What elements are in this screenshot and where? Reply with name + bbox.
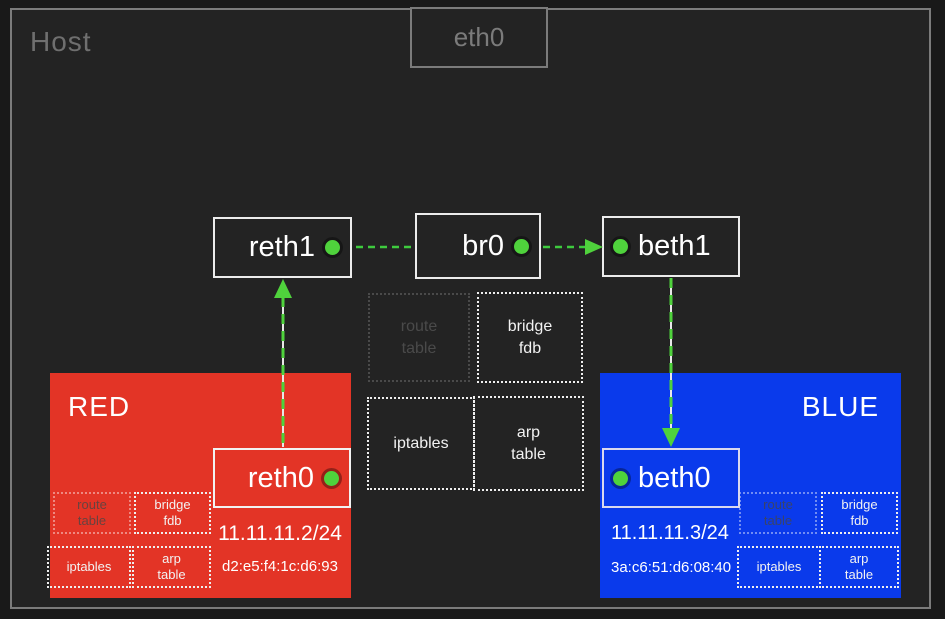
red-namespace-title: RED [68, 391, 131, 422]
blue-namespace: BLUE beth0 11.11.11.3/24 3a:c6:51:d6:08:… [600, 373, 901, 598]
eth0-label: eth0 [453, 22, 505, 52]
beth1-label: beth1 [638, 230, 711, 262]
host-route-table-box: route table [368, 293, 470, 382]
reth1-node: reth1 [213, 217, 352, 278]
beth1-link-up-dot-icon [613, 239, 628, 254]
host-bridge-fdb-box: bridge fdb [477, 292, 583, 383]
reth0-node: reth0 [213, 448, 351, 508]
host-label: Host [30, 26, 92, 57]
red-ip-address: 11.11.11.2/24 [218, 522, 342, 545]
beth0-label: beth0 [638, 461, 711, 494]
host-iptables-box: iptables [367, 397, 475, 490]
beth0-node: beth0 [602, 448, 740, 508]
red-namespace: RED reth0 11.11.11.2/24 d2:e5:f4:1c:d6:9… [47, 373, 351, 598]
blue-iptables-box: iptables [737, 546, 821, 588]
blue-namespace-title: BLUE [801, 391, 879, 422]
reth0-link-up-dot-icon [324, 470, 339, 486]
br0-link-up-dot-icon [514, 238, 529, 254]
br0-label: br0 [462, 229, 504, 262]
beth1-node: beth1 [602, 216, 740, 277]
red-mac-address: d2:e5:f4:1c:d6:93 [222, 558, 338, 575]
blue-ip-address: 11.11.11.3/24 [611, 522, 729, 544]
red-route-table-box: route table [53, 492, 131, 534]
blue-mac-address: 3a:c6:51:d6:08:40 [611, 559, 732, 576]
br0-node: br0 [415, 213, 541, 279]
reth1-link-up-dot-icon [325, 240, 340, 255]
red-iptables-box: iptables [47, 546, 131, 588]
host-arp-table-box: arp table [473, 396, 584, 491]
blue-arp-table-box: arp table [819, 546, 899, 588]
blue-bridge-fdb-box: bridge fdb [821, 492, 898, 534]
reth0-label: reth0 [247, 461, 314, 494]
beth0-link-up-dot-icon [613, 470, 628, 486]
red-bridge-fdb-box: bridge fdb [134, 492, 211, 534]
reth1-label: reth1 [248, 231, 315, 263]
blue-route-table-box: route table [739, 492, 817, 534]
eth0-node: eth0 [410, 7, 548, 68]
red-arp-table-box: arp table [132, 546, 211, 588]
